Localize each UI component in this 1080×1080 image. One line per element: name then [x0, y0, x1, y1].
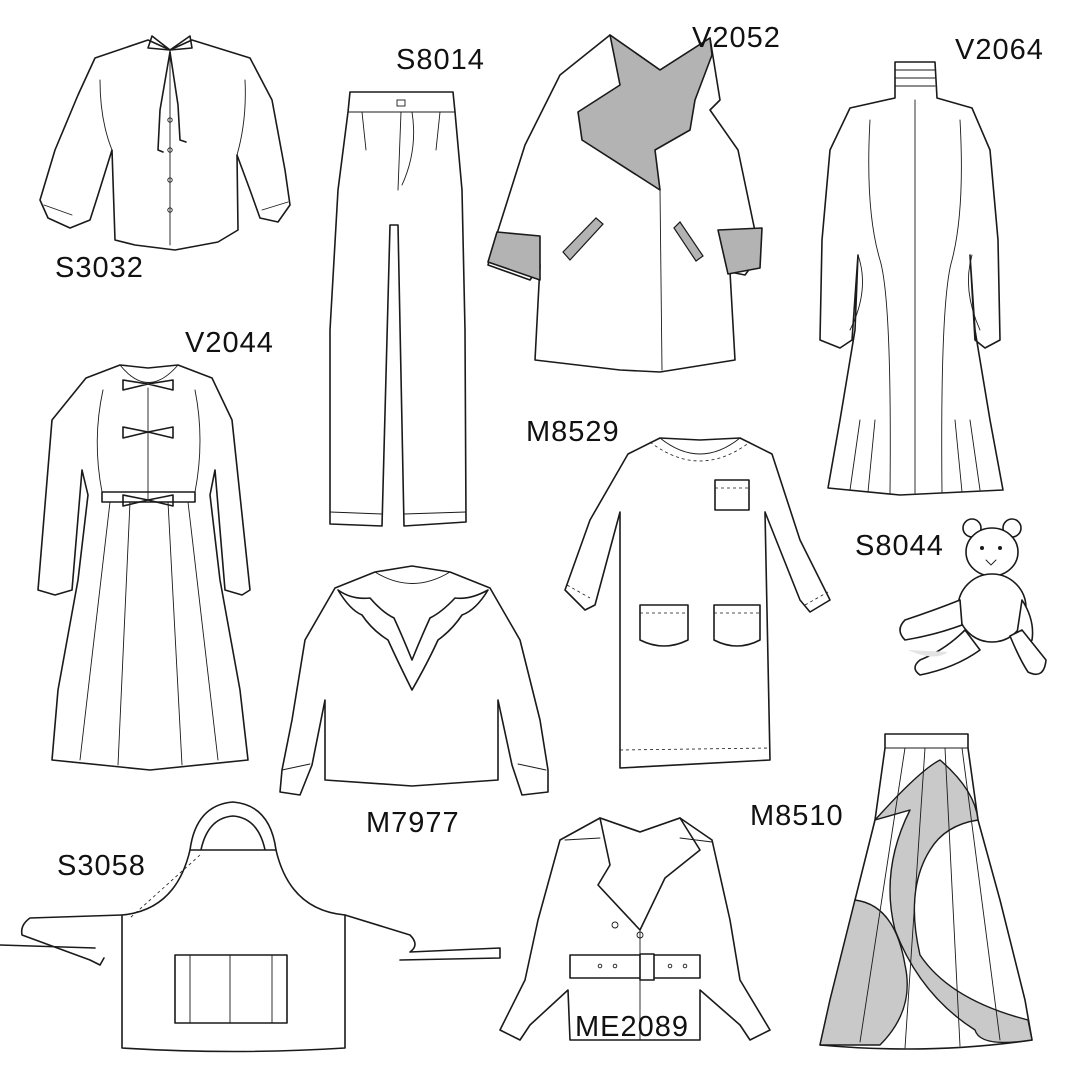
trousers-icon — [329, 91, 467, 527]
apron-icon — [0, 801, 501, 1053]
label-m8529: M8529 — [526, 416, 620, 448]
label-me2089: ME2089 — [575, 1011, 690, 1043]
label-s8044: S8044 — [855, 530, 944, 562]
tie-front-dress-icon — [37, 364, 251, 771]
label-v2052: V2052 — [692, 22, 781, 54]
panel-skirt-icon — [819, 733, 1033, 1050]
label-s8014: S8014 — [396, 44, 485, 76]
ruffle-blouse-icon — [279, 565, 549, 796]
label-m7977: M7977 — [366, 807, 460, 839]
label-s3058: S3058 — [57, 850, 146, 882]
pocket-dress-icon — [564, 437, 831, 769]
bow-blouse-icon — [39, 35, 291, 251]
label-v2044: V2044 — [185, 327, 274, 359]
label-m8510: M8510 — [750, 800, 844, 832]
label-v2064: V2064 — [955, 34, 1044, 66]
coat-icon — [487, 34, 763, 373]
teddy-bear-icon — [899, 518, 1047, 676]
turtleneck-dress-icon — [819, 61, 1004, 496]
cropped-jacket-icon — [499, 817, 771, 1041]
label-s3032: S3032 — [55, 252, 144, 284]
